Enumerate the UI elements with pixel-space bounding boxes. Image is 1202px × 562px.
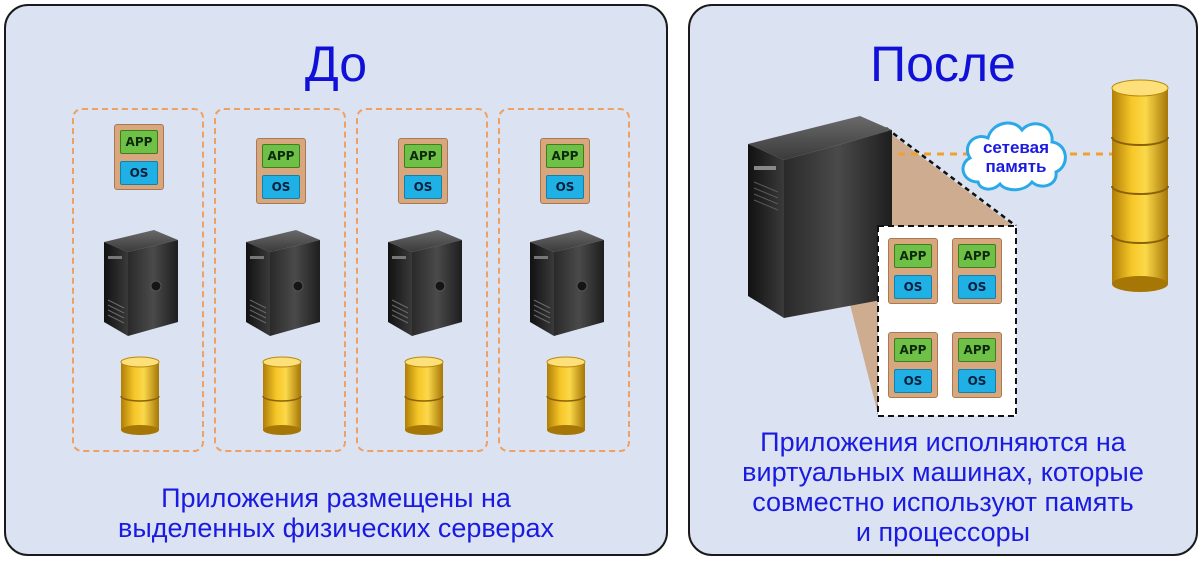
server-tower-icon (748, 116, 892, 318)
app-chip: APP (262, 144, 300, 168)
after-panel: После (688, 4, 1198, 556)
app-chip: APP (546, 144, 584, 168)
before-panel: До APP OS APP OS (4, 4, 668, 556)
cloud-label: сетевая память (966, 138, 1066, 176)
app-chip: APP (958, 338, 996, 362)
server-tower-icon (104, 230, 178, 336)
server-tower-icon (246, 230, 320, 336)
database-cylinder-icon (1111, 79, 1169, 292)
database-cylinder-icon (546, 356, 586, 435)
after-caption-line: и процессоры (855, 517, 1031, 547)
physical-server-slot: APP OS (356, 108, 488, 452)
vm-app-os-stack: APP OS (952, 238, 1002, 304)
os-chip: OS (120, 161, 158, 185)
app-chip: APP (958, 244, 996, 268)
os-chip: OS (894, 275, 932, 299)
server-tower-icon (530, 230, 604, 336)
app-os-stack: APP OS (114, 124, 164, 190)
os-chip: OS (894, 369, 932, 393)
cloud-icon (961, 121, 1067, 192)
after-caption-line: Приложения исполняются на (760, 427, 1126, 457)
os-chip: OS (262, 175, 300, 199)
app-chip: APP (894, 244, 932, 268)
after-title: После (870, 36, 1016, 92)
app-chip: APP (120, 130, 158, 154)
after-caption-line: виртуальных машинах, которые (742, 457, 1144, 487)
vm-app-os-stack: APP OS (888, 238, 938, 304)
before-title: До (304, 36, 368, 92)
after-caption-line: совместно используют память (752, 487, 1134, 517)
app-chip: APP (404, 144, 442, 168)
os-chip: OS (546, 175, 584, 199)
server-tower-icon (388, 230, 462, 336)
os-chip: OS (404, 175, 442, 199)
database-cylinder-icon (404, 356, 444, 435)
before-caption-line: Приложения размещены на (161, 483, 511, 513)
physical-server-slot: APP OS (214, 108, 346, 452)
before-caption-line: выделенных физических серверах (118, 513, 554, 543)
app-os-stack: APP OS (256, 138, 306, 204)
app-os-stack: APP OS (398, 138, 448, 204)
app-os-stack: APP OS (540, 138, 590, 204)
physical-server-slot: APP OS (498, 108, 630, 452)
os-chip: OS (958, 369, 996, 393)
app-chip: APP (894, 338, 932, 362)
cloud-label-line: сетевая (982, 138, 1050, 157)
vm-app-os-stack: APP OS (952, 332, 1002, 398)
vm-app-os-stack: APP OS (888, 332, 938, 398)
database-cylinder-icon (120, 356, 160, 435)
physical-server-slot: APP OS (72, 108, 204, 452)
os-chip: OS (958, 275, 996, 299)
cloud-label-line: память (985, 157, 1047, 176)
database-cylinder-icon (262, 356, 302, 435)
